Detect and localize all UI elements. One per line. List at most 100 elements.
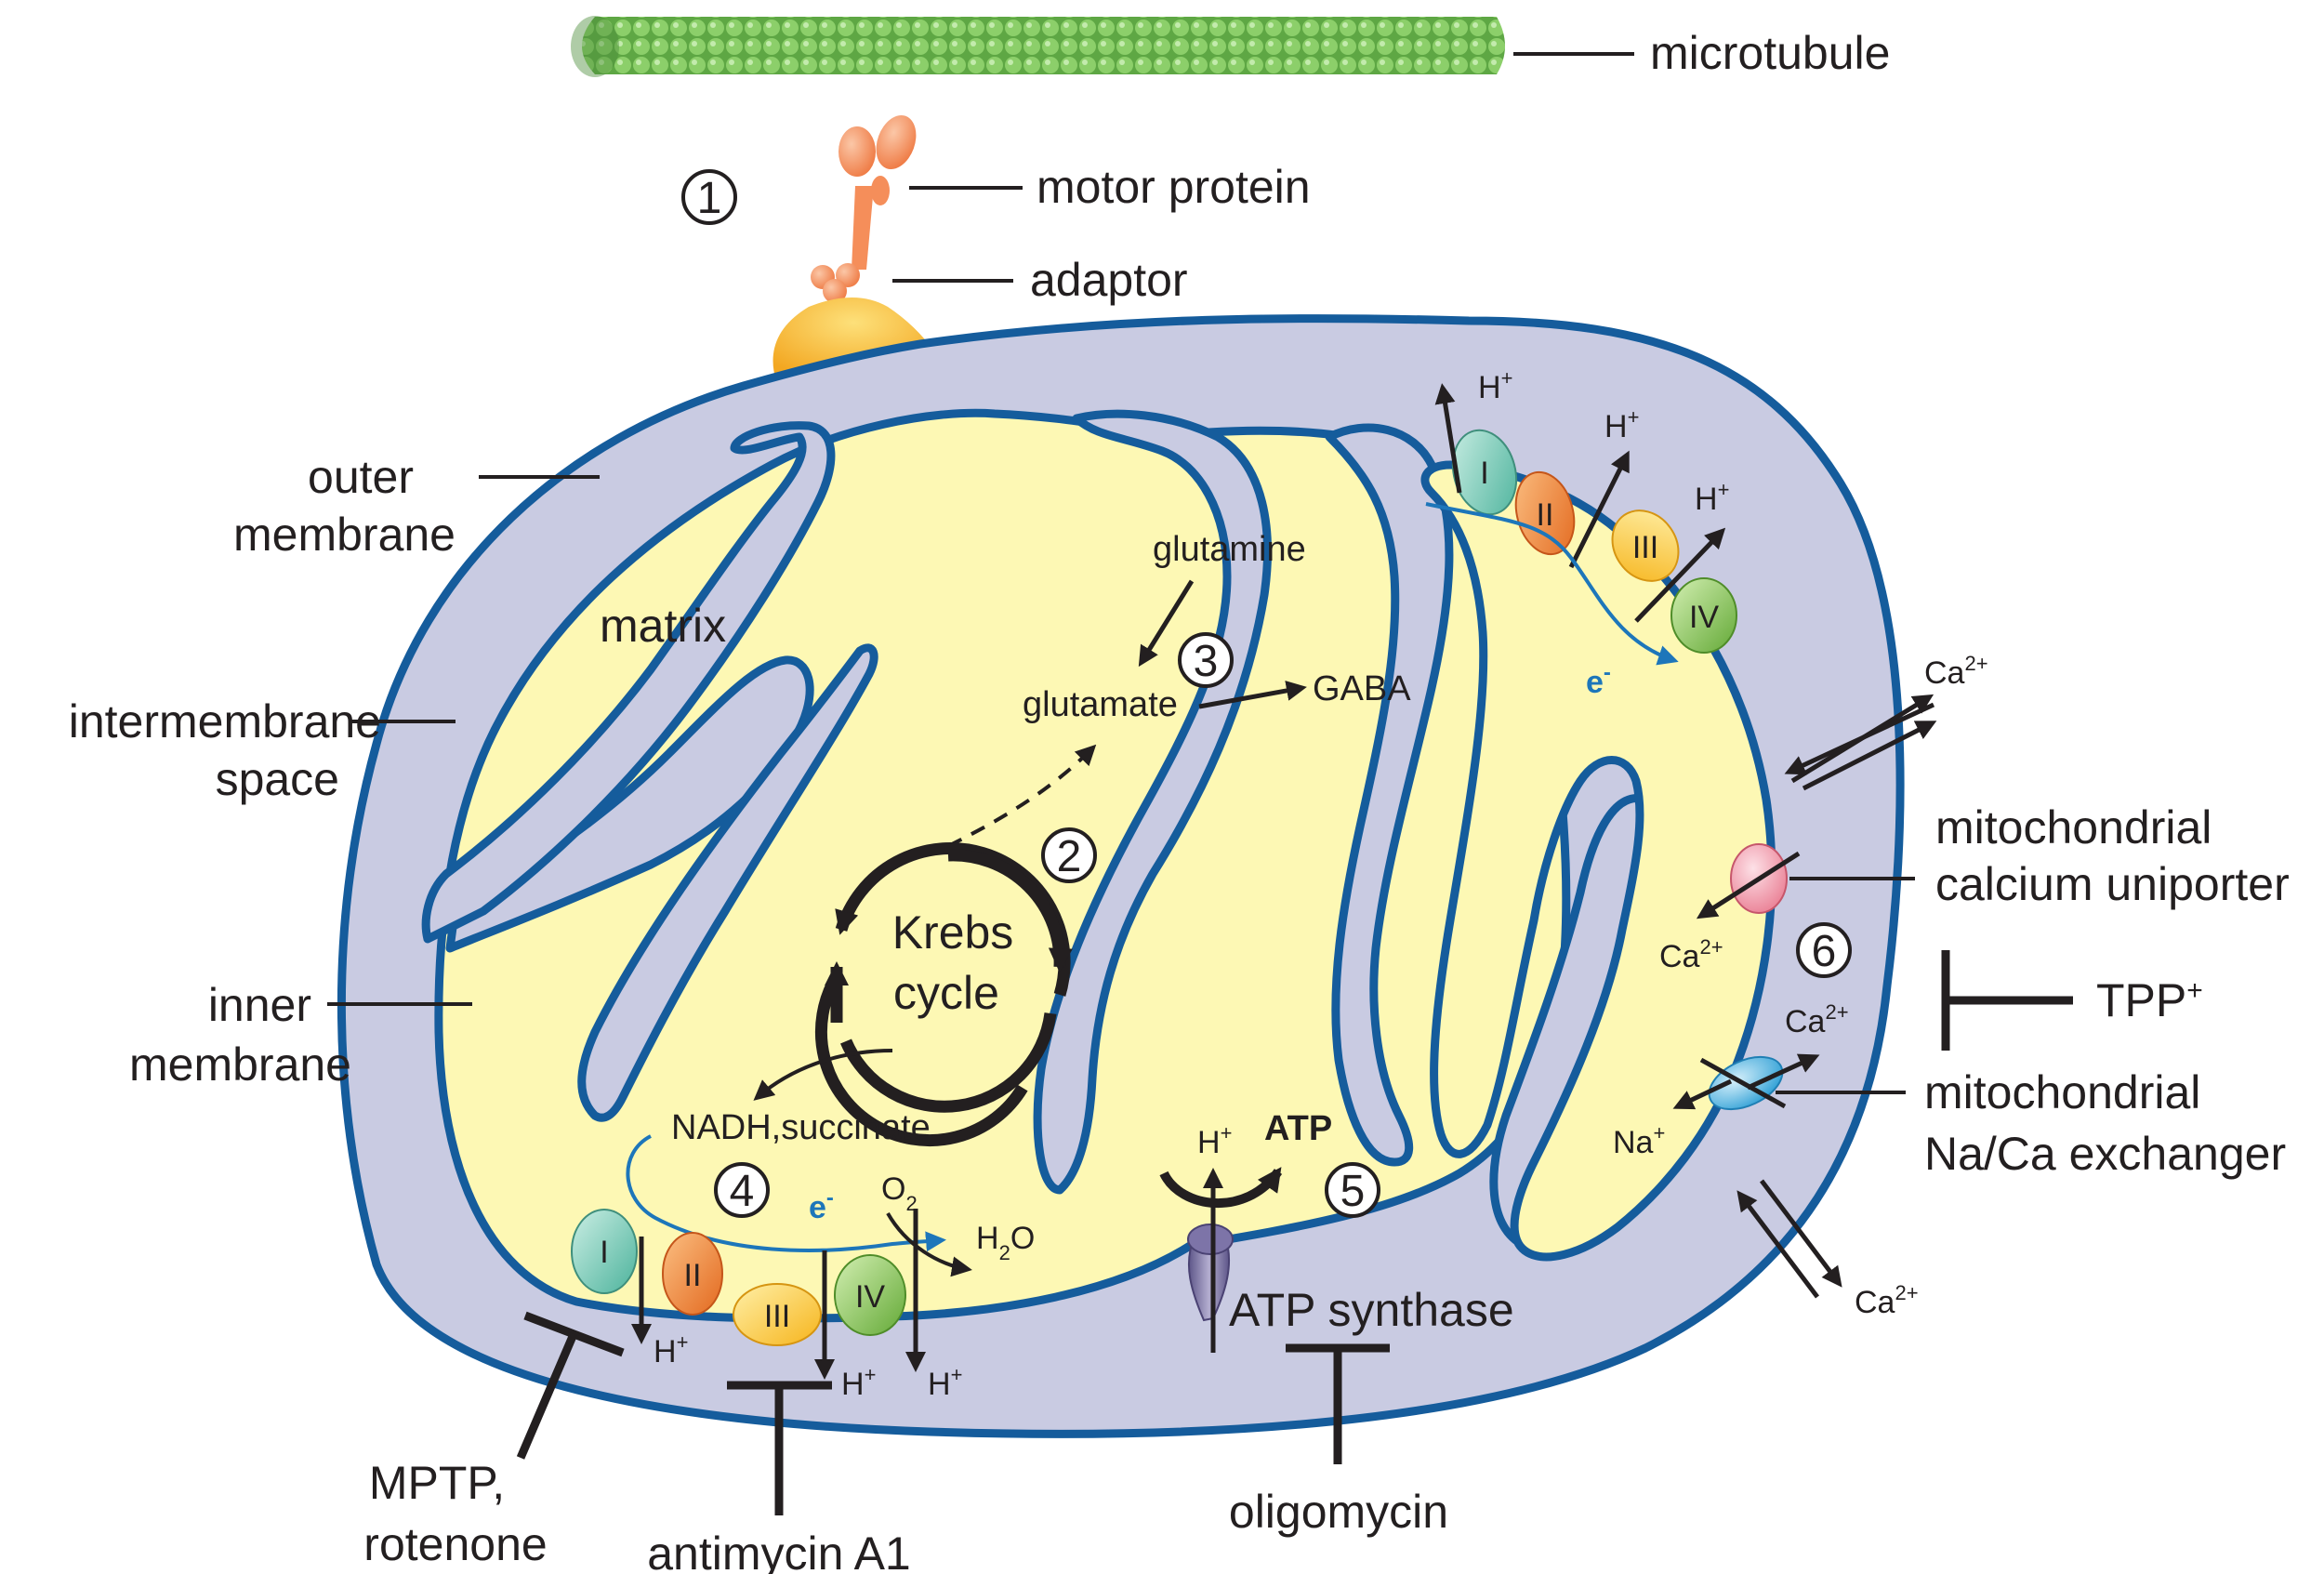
mptp-inhibitor-stem <box>516 1332 578 1460</box>
exchanger-label-2: Na/Ca exchanger <box>1924 1128 2286 1180</box>
svg-text:III: III <box>764 1299 790 1334</box>
step-3-marker: 3 <box>1178 632 1234 688</box>
step-4-marker: 4 <box>714 1162 770 1218</box>
complex-III-bottom: III <box>733 1283 822 1346</box>
svg-text:III: III <box>1632 530 1658 565</box>
svg-text:I: I <box>1480 456 1488 491</box>
atp-synthase-label: ATP synthase <box>1229 1284 1514 1336</box>
complex-II-top: II <box>1514 470 1576 556</box>
h-label-top-3: H+ <box>1695 478 1729 517</box>
adaptor-label: adaptor <box>1030 254 1188 306</box>
electron-path-top <box>1425 502 1679 666</box>
svg-text:5: 5 <box>1340 1167 1366 1216</box>
water-label: H2O <box>976 1221 1035 1264</box>
h-label-bottom-2: H+ <box>841 1363 876 1402</box>
complex-I-top: I <box>1451 429 1518 516</box>
motor-protein-label: motor protein <box>1037 161 1311 213</box>
h-label-top-1: H+ <box>1478 366 1512 405</box>
krebs-label-2: cycle <box>893 967 999 1019</box>
intermembrane-label-2: space <box>216 753 339 805</box>
na-label: Na+ <box>1613 1121 1665 1160</box>
step-1-marker: 1 <box>681 169 737 225</box>
glutamate-to-gaba-arrow <box>1198 681 1307 709</box>
proton-arrow-top-3 <box>1634 527 1726 623</box>
svg-text:4: 4 <box>730 1167 755 1216</box>
complex-IV-top: IV <box>1670 577 1737 654</box>
svg-text:2: 2 <box>1057 832 1082 881</box>
outer-membrane-label-2: membrane <box>233 509 456 561</box>
step-6-marker: 6 <box>1796 922 1852 978</box>
crista-right <box>1325 423 1454 1167</box>
uniporter-label-2: calcium uniporter <box>1935 858 2290 910</box>
uniporter-label-1: mitochondrial <box>1935 801 2212 853</box>
calcium-in-arrow-top <box>1784 702 1935 775</box>
complex-III-top: III <box>1611 509 1680 582</box>
calcium-out-arrow-bottom <box>1736 1190 1819 1299</box>
microtubule <box>571 16 1505 77</box>
exchanger-ca-arrow <box>1746 1053 1820 1091</box>
electron-path-bottom <box>626 1134 946 1252</box>
glutamine-arrow <box>1138 579 1195 668</box>
atp-label: ATP <box>1264 1109 1332 1148</box>
etc-top: I II III IV H+ H+ H+ e- <box>1425 366 1737 700</box>
crista-c <box>577 643 878 1122</box>
calcium-out-arrow-top <box>1802 721 1937 791</box>
tpp-label: TPP+ <box>2096 974 2203 1026</box>
svg-text:II: II <box>684 1258 702 1293</box>
ca-label-bottom: Ca2+ <box>1855 1281 1919 1320</box>
ca-label-exchanger: Ca2+ <box>1785 1000 1849 1039</box>
step-5-marker: 5 <box>1325 1162 1380 1218</box>
exchanger-na-arrow <box>1672 1078 1733 1110</box>
crista-center <box>1033 409 1272 1195</box>
mptp-inhibitor-bar <box>523 1311 625 1357</box>
gaba-label: GABA <box>1313 669 1411 708</box>
calcium-in-arrow-bottom <box>1760 1179 1842 1288</box>
o2-label: O2 <box>881 1171 918 1215</box>
nadh-label: NADH,succinate <box>671 1108 931 1147</box>
complex-I-bottom: I <box>571 1209 638 1294</box>
exchanger-label-1: mitochondrial <box>1924 1066 2200 1118</box>
svg-text:IV: IV <box>855 1279 885 1315</box>
h-label-atp: H+ <box>1197 1121 1232 1160</box>
electron-label-bottom: e- <box>809 1185 834 1225</box>
o2-to-water-arrow <box>886 1212 972 1277</box>
krebs-cycle <box>814 841 1073 1147</box>
oligomycin-label: oligomycin <box>1229 1486 1448 1538</box>
svg-text:II: II <box>1537 497 1554 533</box>
svg-text:6: 6 <box>1812 927 1837 976</box>
glutamine-label: glutamine <box>1153 530 1306 569</box>
proton-arrow-top-1 <box>1434 383 1462 494</box>
svg-text:3: 3 <box>1194 637 1219 686</box>
svg-text:IV: IV <box>1689 600 1719 635</box>
intermembrane-label-1: intermembrane <box>69 695 381 747</box>
motor-protein <box>838 114 917 270</box>
h-label-top-2: H+ <box>1604 405 1639 444</box>
krebs-to-nadh-arrow <box>753 1049 893 1101</box>
atp-curve-arrow <box>1159 1167 1283 1208</box>
exchanger-transport-line <box>1699 1057 1787 1109</box>
complex-II-bottom: II <box>662 1232 723 1316</box>
svg-text:1: 1 <box>697 174 722 223</box>
inner-membrane-label-2: membrane <box>129 1038 351 1091</box>
glutamate-label: glutamate <box>1023 685 1178 724</box>
crista-hook <box>421 421 836 944</box>
step-2-marker: 2 <box>1041 827 1097 883</box>
ca-label-uniporter: Ca2+ <box>1659 935 1723 974</box>
mptp-label-2: rotenone <box>363 1518 547 1570</box>
krebs-label-1: Krebs <box>892 906 1014 959</box>
electron-label-top: e- <box>1586 660 1611 700</box>
mptp-label-1: MPTP, <box>369 1457 505 1509</box>
inner-membrane-label-1: inner <box>208 979 311 1031</box>
ca-label-top: Ca2+ <box>1924 652 1988 691</box>
uniporter-transport-arrow <box>1696 851 1801 919</box>
h-label-bottom-1: H+ <box>654 1330 688 1369</box>
crista-a <box>445 655 814 953</box>
microtubule-label: microtubule <box>1650 27 1890 79</box>
antimycin-label: antimycin A1 <box>647 1528 910 1574</box>
proton-arrow-top-2 <box>1568 450 1630 569</box>
svg-text:I: I <box>600 1235 608 1270</box>
matrix-label: matrix <box>600 600 726 652</box>
complex-IV-bottom: IV <box>834 1254 906 1336</box>
krebs-to-glutamate-arrow <box>947 744 1097 848</box>
